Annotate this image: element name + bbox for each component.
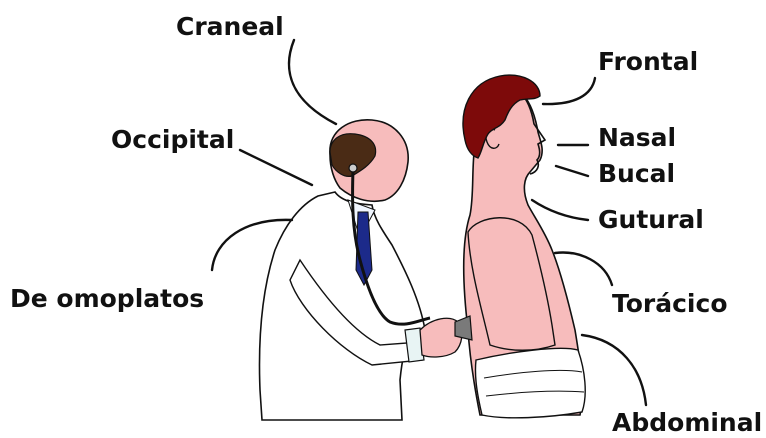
leader-toracico	[555, 253, 612, 285]
doctor-figure	[260, 120, 472, 420]
label-de-omoplatos: De omoplatos	[10, 286, 204, 311]
label-occipital: Occipital	[111, 127, 234, 152]
leader-abdominal	[582, 335, 646, 405]
label-toracico: Torácico	[612, 291, 728, 316]
label-nasal: Nasal	[598, 125, 676, 150]
label-bucal: Bucal	[598, 161, 675, 186]
leader-bucal	[556, 166, 588, 176]
label-craneal: Craneal	[176, 14, 284, 39]
doctor-coat	[260, 192, 425, 420]
patient-figure	[463, 75, 585, 418]
label-frontal: Frontal	[598, 49, 698, 74]
leader-gutural	[532, 200, 588, 220]
label-abdominal: Abdominal	[612, 410, 762, 435]
patient-towel	[475, 348, 585, 418]
leader-occipital	[240, 150, 312, 185]
label-gutural: Gutural	[598, 207, 704, 232]
stethoscope-chestpiece	[455, 316, 472, 340]
leader-craneal	[289, 40, 336, 124]
leader-frontal	[543, 78, 595, 104]
stethoscope-earpiece	[349, 164, 357, 172]
